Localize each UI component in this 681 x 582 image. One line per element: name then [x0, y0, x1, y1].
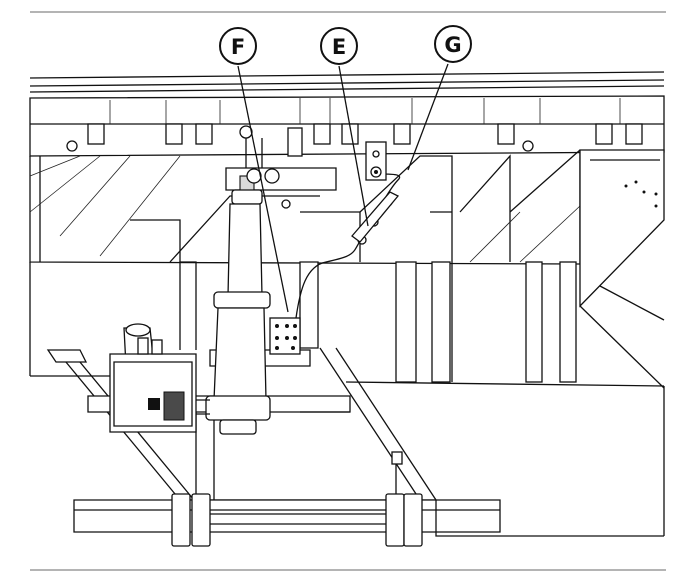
callout-G: G: [434, 25, 472, 63]
deck-top-plate: [29, 71, 665, 93]
right-side-panel: [579, 149, 665, 389]
callout-E-letter: E: [332, 35, 346, 59]
wire-attachment-bracket: [365, 141, 387, 181]
cable-bracket: [351, 191, 400, 243]
callout-E: E: [320, 27, 358, 65]
front-crossbar: [73, 451, 664, 547]
power-unit: [109, 323, 210, 433]
callout-F-letter: F: [231, 35, 245, 59]
hinge-row: [29, 95, 665, 157]
lift-cylinder: [205, 125, 337, 435]
callout-leaders: [237, 63, 449, 313]
valve-block: [269, 317, 301, 355]
callout-F: F: [219, 27, 257, 65]
deck-beams: [29, 149, 581, 265]
callout-G-letter: G: [444, 33, 461, 57]
pit-back-wall: [29, 261, 665, 536]
